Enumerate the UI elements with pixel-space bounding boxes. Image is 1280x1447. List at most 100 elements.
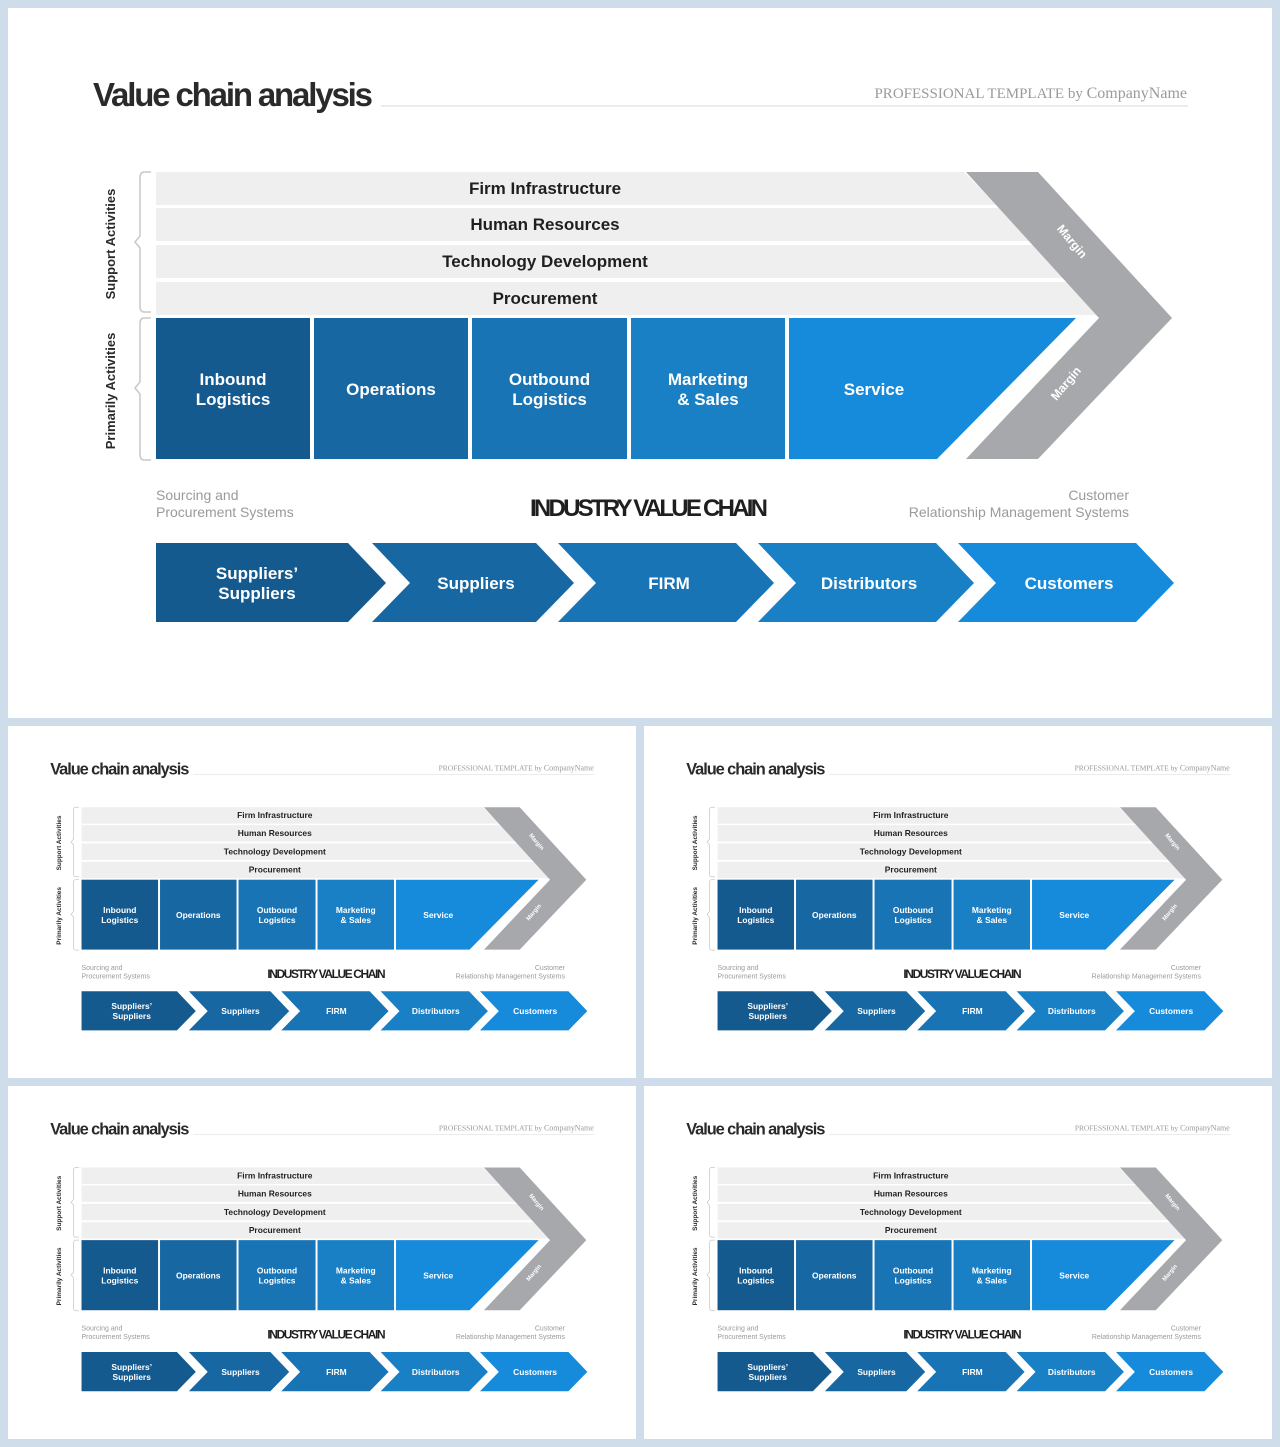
chain-arrow	[479, 991, 588, 1031]
primary-box-label: Inbound	[103, 1265, 136, 1275]
support-band-label: Firm Infrastructure	[873, 1170, 949, 1180]
chain-arrow-label: Suppliers	[749, 1372, 788, 1382]
support-activities-label: Support Activities	[56, 1175, 63, 1230]
support-activities-label: Support Activities	[103, 189, 118, 300]
support-band	[156, 245, 1072, 278]
chain-arrow	[281, 1351, 389, 1392]
primary-box-label: Operations	[346, 380, 436, 399]
subtitle-company: CompanyName	[1180, 1124, 1230, 1133]
subtitle: PROFESSIONAL TEMPLATE by CompanyName	[874, 85, 1187, 102]
chain-arrow	[758, 543, 974, 622]
support-band	[81, 1167, 500, 1184]
support-band-label: Procurement	[885, 1225, 937, 1235]
subtitle-prefix: PROFESSIONAL TEMPLATE by	[439, 1124, 544, 1133]
chain-arrow	[188, 1351, 290, 1392]
page-title: Value chain analysis	[50, 1121, 189, 1139]
slide-thumb-3: Value chain analysis PROFESSIONAL TEMPLAT…	[8, 1086, 636, 1439]
page-title: Value chain analysis	[686, 1121, 825, 1139]
support-band	[717, 1185, 1155, 1202]
primary-box-label: Service	[1059, 1270, 1089, 1280]
left-note: Procurement Systems	[82, 973, 151, 980]
primary-box	[81, 879, 159, 950]
margin-chevron	[483, 1167, 587, 1311]
support-band-label: Firm Infrastructure	[873, 810, 949, 820]
chain-arrow	[188, 991, 290, 1031]
subtitle-company: CompanyName	[1180, 764, 1230, 773]
chain-arrow-label: Suppliers	[857, 1367, 896, 1377]
chain-arrow-label: Customers	[1025, 574, 1114, 593]
support-band	[156, 282, 1108, 315]
subtitle-company: CompanyName	[544, 1124, 594, 1133]
primary-box-label: Logistics	[101, 1275, 138, 1285]
support-band-label: Technology Development	[224, 846, 326, 856]
primary-box-label: Logistics	[895, 915, 932, 925]
primary-box-label: Service	[844, 380, 905, 399]
support-band	[81, 843, 537, 860]
right-note: Customer	[1171, 965, 1202, 972]
primary-box	[1032, 879, 1175, 950]
margin-chevron	[966, 172, 1172, 459]
right-note: Customer	[1068, 487, 1129, 503]
primary-box	[156, 318, 310, 459]
chain-arrow	[1016, 1351, 1124, 1392]
subtitle-prefix: PROFESSIONAL TEMPLATE by	[439, 764, 544, 773]
primary-box-label: Operations	[812, 1270, 857, 1280]
support-activities-label: Support Activities	[692, 815, 699, 870]
chain-arrow-label: Suppliers’	[747, 1001, 788, 1011]
support-band	[81, 1222, 555, 1239]
chain-arrow-label: Suppliers’	[111, 1362, 152, 1372]
chain-arrow-label: FIRM	[326, 1006, 347, 1016]
subtitle-prefix: PROFESSIONAL TEMPLATE by	[1075, 1124, 1180, 1133]
chain-arrow-label: Suppliers	[112, 1011, 151, 1021]
page-title: Value chain analysis	[50, 761, 189, 779]
support-activities-label: Support Activities	[692, 1175, 699, 1230]
subtitle-company: CompanyName	[1087, 85, 1187, 102]
primary-box-label: Service	[423, 1270, 453, 1280]
chain-arrow	[717, 991, 832, 1031]
primary-box-label: Logistics	[259, 915, 296, 925]
support-band-label: Human Resources	[874, 828, 948, 838]
chain-arrow-label: Suppliers’	[216, 564, 298, 583]
primary-box	[796, 1240, 873, 1311]
support-band	[717, 825, 1155, 842]
primary-box	[796, 879, 873, 950]
chain-arrow	[156, 543, 386, 622]
industry-value-chain-title: INDUSTRY VALUE CHAIN	[267, 967, 385, 981]
primary-box-label: Marketing	[972, 1265, 1012, 1275]
margin-chevron	[483, 807, 587, 950]
subtitle: PROFESSIONAL TEMPLATE by CompanyName	[1075, 764, 1231, 773]
primary-box	[717, 1240, 795, 1311]
industry-value-chain-title: INDUSTRY VALUE CHAIN	[530, 495, 768, 522]
chain-arrow-label: Distributors	[1048, 1367, 1096, 1377]
chain-arrow-label: Suppliers	[218, 584, 295, 603]
support-band-label: Technology Development	[860, 1207, 962, 1217]
primary-box-label: & Sales	[977, 1275, 1008, 1285]
value-chain-diagram: Value chain analysis PROFESSIONAL TEMPLAT…	[50, 761, 595, 1031]
industry-value-chain-title: INDUSTRY VALUE CHAIN	[903, 967, 1021, 981]
activity-brackets	[706, 1167, 716, 1312]
support-band-label: Technology Development	[224, 1207, 326, 1217]
chain-arrow-label: Distributors	[821, 574, 917, 593]
right-note: Relationship Management Systems	[1092, 1334, 1202, 1341]
chain-arrow-label: Distributors	[412, 1006, 460, 1016]
activity-brackets	[134, 171, 151, 461]
support-band	[717, 807, 1136, 824]
industry-value-chain-title: INDUSTRY VALUE CHAIN	[903, 1328, 1021, 1342]
subtitle: PROFESSIONAL TEMPLATE by CompanyName	[439, 764, 595, 773]
primary-box-label: Outbound	[509, 370, 590, 389]
primary-box-label: Marketing	[336, 1265, 376, 1275]
primary-box-label: Logistics	[512, 390, 587, 409]
primary-activities-label: Primarily Activities	[56, 887, 63, 945]
support-band	[717, 1203, 1173, 1221]
chain-arrow	[1016, 991, 1124, 1031]
support-band	[81, 807, 500, 824]
chain-arrow	[372, 543, 574, 622]
right-note: Customer	[535, 965, 566, 972]
primary-box	[238, 1240, 316, 1311]
support-band	[81, 1203, 537, 1221]
chain-arrow-label: Customers	[1149, 1367, 1193, 1377]
primary-box	[238, 879, 316, 950]
